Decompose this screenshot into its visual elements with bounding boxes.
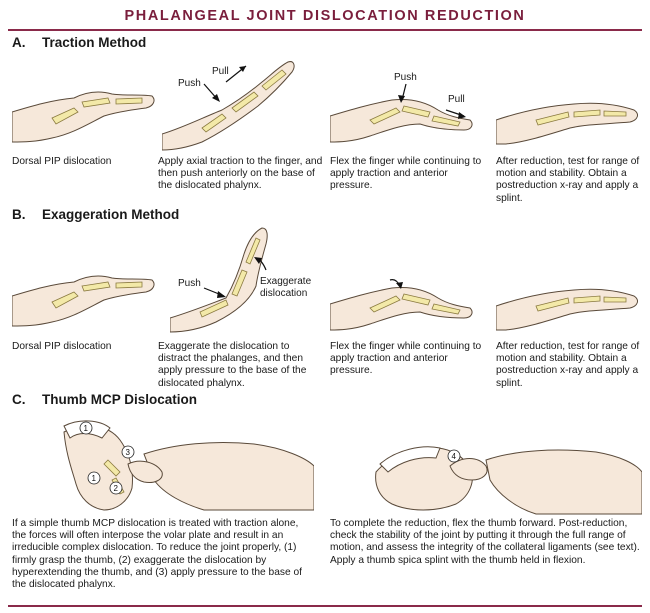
caption-c1: If a simple thumb MCP dislocation is tre… [12,518,302,591]
illustration-b4-reduced [496,288,638,331]
label-exaggerate-b2: Exaggerate [260,276,312,287]
marker-2-label: 2 [114,484,119,493]
marker-2 [109,481,123,495]
illustration-b3-flex [330,279,473,331]
label-push-b2: Push [178,278,201,289]
section-a-letter: A. [12,35,26,50]
section-c-title: Thumb MCP Dislocation [42,392,198,407]
title-rule [8,29,642,31]
marker-1-top [79,421,93,435]
marker-1-bottom [87,471,101,485]
caption-b1: Dorsal PIP dislocation [12,341,112,352]
push-arrowhead-a3 [398,95,405,103]
marker-4-label: 4 [452,452,457,461]
pull-arrowhead-a3 [458,112,466,119]
label-dislocation-b2: dislocation [260,288,307,299]
section-b-title: Exaggeration Method [42,207,180,222]
illustration-a1-dislocated-finger [12,91,155,143]
caption-a4: After reduction, test for range of motio… [496,156,640,204]
caption-b3: Flex the finger while continuing to appl… [330,341,482,377]
caption-c2: To complete the reduction, flex the thum… [330,518,640,566]
push-arrowhead-a2 [212,94,220,102]
bottom-rule [8,605,642,607]
section-c-letter: C. [12,392,26,407]
label-push-a3: Push [394,72,417,83]
illustration-c1-thumb-grasp: 1 3 1 2 [63,420,314,511]
marker-3 [121,445,135,459]
label-push-a2: Push [178,78,201,89]
marker-1-bottom-label: 1 [92,474,97,483]
illustration-b1-dislocated-finger [12,275,155,327]
illustration-a2-traction: Pull Push [162,61,295,151]
section-c-heading: C. Thumb MCP Dislocation [12,392,197,407]
illustration-b2-exaggeration: Push Exaggerate dislocation [170,227,312,333]
push-arrowhead-b2 [217,291,226,298]
exaggerate-arrowhead-b2 [254,257,262,264]
figure-title: PHALANGEAL JOINT DISLOCATION REDUCTION [124,8,526,24]
illustration-a4-reduced [496,102,638,145]
caption-a2: Apply axial traction to the finger, and … [158,156,323,192]
flex-arrowhead-b3 [396,282,403,289]
label-pull-a2: Pull [212,66,229,77]
section-a-heading: A. Traction Method [12,35,146,50]
label-pull-a3: Pull [448,94,465,105]
illustration-a3-flex: Push Pull [330,72,473,143]
caption-a1: Dorsal PIP dislocation [12,156,112,167]
caption-a3: Flex the finger while continuing to appl… [330,156,482,192]
marker-1-top-label: 1 [84,424,89,433]
illustration-c2-thumb-flex: 4 [375,446,642,515]
section-b-letter: B. [12,207,26,222]
section-b-heading: B. Exaggeration Method [12,207,179,222]
pull-arrowhead-a2 [239,66,246,72]
caption-b2: Exaggerate the dislocation to distract t… [158,341,307,389]
marker-3-label: 3 [126,448,131,457]
marker-4 [447,449,461,463]
section-a-title: Traction Method [42,35,147,50]
caption-b4: After reduction, test for range of motio… [496,341,640,389]
